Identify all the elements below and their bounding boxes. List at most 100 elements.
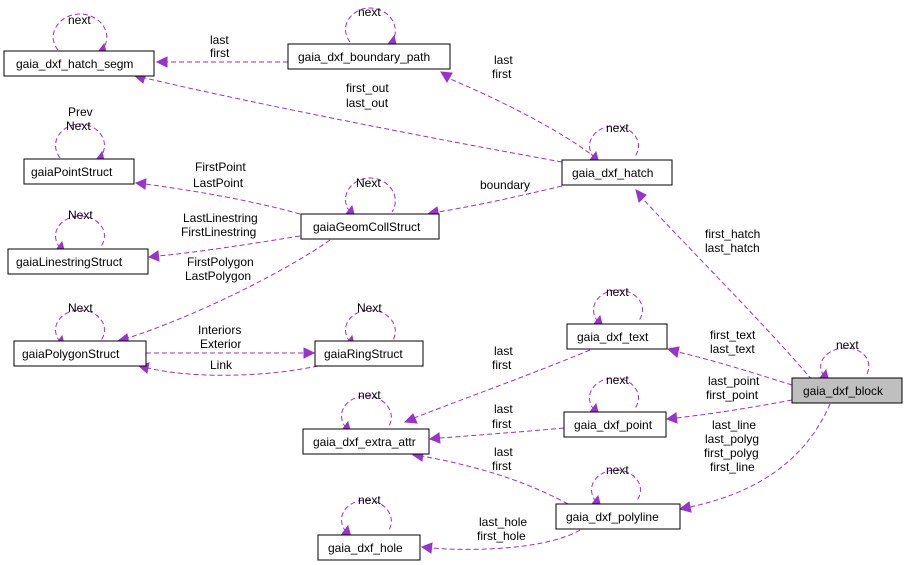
label-ring-poly-link: Link xyxy=(210,358,233,372)
label-block-last-hatch: last_hatch xyxy=(705,241,760,255)
label-dxf-point-next: next xyxy=(606,373,629,387)
label-hatch-segm-first-out: first_out xyxy=(346,81,389,95)
edge-text-to-extra: last first xyxy=(403,344,591,424)
edge-polyline-to-extra: last first xyxy=(411,445,569,505)
node-ring[interactable]: gaiaRingStruct xyxy=(314,340,424,367)
label-block-last-line: last_line xyxy=(712,418,756,432)
node-hatch-segm-label: gaia_dxf_hatch_segm xyxy=(16,57,133,71)
edge-ring-to-polygon: Link xyxy=(137,358,319,376)
label-block-first-line: first_line xyxy=(710,460,755,474)
node-linestring-label: gaiaLinestringStruct xyxy=(16,255,123,269)
label-block-last-polyg: last_polyg xyxy=(705,432,759,446)
label-hatch-bp-first: first xyxy=(492,67,512,81)
node-hatch[interactable]: gaia_dxf_hatch xyxy=(561,159,673,186)
label-text-extra-first: first xyxy=(492,358,512,372)
edge-point-to-extra: last first xyxy=(428,402,565,444)
label-extra-next: next xyxy=(358,388,381,402)
label-block-last-text: last_text xyxy=(710,342,755,356)
label-polyline-last-hole: last_hole xyxy=(479,515,527,529)
label-hatch-segm-next: next xyxy=(68,13,91,27)
node-hatch-label: gaia_dxf_hatch xyxy=(572,166,653,180)
edge-linestring-next: Next xyxy=(55,208,105,251)
node-polyline-label: gaia_dxf_polyline xyxy=(566,510,659,524)
edge-extra-next: next xyxy=(341,388,392,431)
label-block-next: next xyxy=(836,338,859,352)
node-hatch-segm[interactable]: gaia_dxf_hatch_segm xyxy=(3,50,155,77)
node-linestring[interactable]: gaiaLinestringStruct xyxy=(7,248,149,275)
edge-hatch-segm-next: next xyxy=(52,13,108,53)
edge-geom-to-linestring: LastLinestring FirstLinestring xyxy=(147,211,301,262)
label-polyline-extra-last: last xyxy=(494,445,513,459)
label-point-extra-last: last xyxy=(494,402,513,416)
node-hole-label: gaia_dxf_hole xyxy=(328,541,403,555)
label-bp-segm-first: first xyxy=(210,46,230,60)
label-hatch-geom-boundary: boundary xyxy=(480,178,530,192)
label-geom-lastpolygon: LastPolygon xyxy=(185,269,251,283)
edge-geom-to-polygon: FirstPolygon LastPolygon xyxy=(116,239,331,345)
label-text-next: next xyxy=(606,285,629,299)
node-boundary-path-label: gaia_dxf_boundary_path xyxy=(298,50,430,64)
edge-polyline-next: next xyxy=(591,463,641,505)
node-text[interactable]: gaia_dxf_text xyxy=(566,323,668,350)
label-text-extra-last: last xyxy=(494,344,513,358)
label-block-first-point: first_point xyxy=(706,388,759,402)
label-poly-ring-interiors: Interiors xyxy=(198,323,241,337)
edge-block-to-text: first_text last_text xyxy=(666,328,793,386)
edge-hatch-next: next xyxy=(589,121,639,161)
node-polyline[interactable]: gaia_dxf_polyline xyxy=(555,503,681,530)
node-text-label: gaia_dxf_text xyxy=(577,330,649,344)
edge-block-to-polyline: last_line last_polyg first_polyg first_l… xyxy=(678,403,831,513)
node-extra-attr[interactable]: gaia_dxf_extra_attr xyxy=(302,428,430,455)
edge-boundary-to-segm: last first xyxy=(155,33,288,68)
node-hole[interactable]: gaia_dxf_hole xyxy=(317,534,421,561)
node-block[interactable]: gaia_dxf_block xyxy=(791,377,903,404)
label-block-first-text: first_text xyxy=(710,328,756,342)
edge-polyline-to-hole: last_hole first_hole xyxy=(420,515,581,554)
node-block-label: gaia_dxf_block xyxy=(803,384,884,398)
edge-geom-to-point: FirstPoint LastPoint xyxy=(134,160,301,215)
node-ring-label: gaiaRingStruct xyxy=(324,347,403,361)
label-point-extra-first: first xyxy=(492,417,512,431)
label-geom-firstlinestring: FirstLinestring xyxy=(181,225,256,239)
node-polygon-label: gaiaPolygonStruct xyxy=(22,347,120,361)
label-hatch-bp-last: last xyxy=(494,53,513,67)
label-geom-lastpoint: LastPoint xyxy=(193,176,244,190)
label-ring-next: Next xyxy=(357,301,382,315)
label-linestring-next: Next xyxy=(68,208,93,222)
edge-text-next: next xyxy=(593,285,643,325)
edge-boundary-path-next: next xyxy=(345,5,397,45)
node-geomcoll[interactable]: gaiaGeomCollStruct xyxy=(300,213,440,240)
node-point-struct[interactable]: gaiaPointStruct xyxy=(23,158,135,185)
label-block-first-hatch: first_hatch xyxy=(705,227,760,241)
edge-hatch-to-boundary: last first xyxy=(440,53,597,159)
label-bp-segm-last: last xyxy=(210,33,229,47)
edge-polygon-to-ring: Interiors Exterior xyxy=(146,323,316,359)
node-boundary-path[interactable]: gaia_dxf_boundary_path xyxy=(287,43,451,70)
node-dxf-point[interactable]: gaia_dxf_point xyxy=(563,411,667,438)
edge-hole-next: next xyxy=(341,493,392,535)
edge-geom-next: Next xyxy=(345,176,396,215)
edge-block-to-hatch: first_hatch last_hatch xyxy=(635,189,813,381)
edge-polygon-next: Next xyxy=(55,301,105,345)
edge-dxf-point-next: next xyxy=(589,373,639,413)
edge-block-to-point: last_point first_point xyxy=(665,374,793,424)
edge-hatch-to-geom: boundary xyxy=(426,178,563,218)
label-polyline-first-hole: first_hole xyxy=(477,529,526,543)
label-polyline-extra-first: first xyxy=(492,459,512,473)
label-poly-ring-exterior: Exterior xyxy=(200,337,241,351)
label-hatch-next: next xyxy=(606,121,629,135)
node-dxf-point-label: gaia_dxf_point xyxy=(574,418,653,432)
node-polygon[interactable]: gaiaPolygonStruct xyxy=(13,340,147,367)
edge-point-struct-next: Prev Next xyxy=(55,105,105,161)
label-boundary-path-next: next xyxy=(358,5,381,19)
node-extra-attr-label: gaia_dxf_extra_attr xyxy=(313,435,416,449)
label-hole-next: next xyxy=(358,493,381,507)
label-geom-firstpoint: FirstPoint xyxy=(195,160,246,174)
label-polygon-next: Next xyxy=(68,301,93,315)
label-geom-next: Next xyxy=(356,176,381,190)
label-geom-firstpolygon: FirstPolygon xyxy=(187,255,254,269)
edge-ring-next: Next xyxy=(345,301,396,345)
label-block-first-polyg: first_polyg xyxy=(704,446,759,460)
